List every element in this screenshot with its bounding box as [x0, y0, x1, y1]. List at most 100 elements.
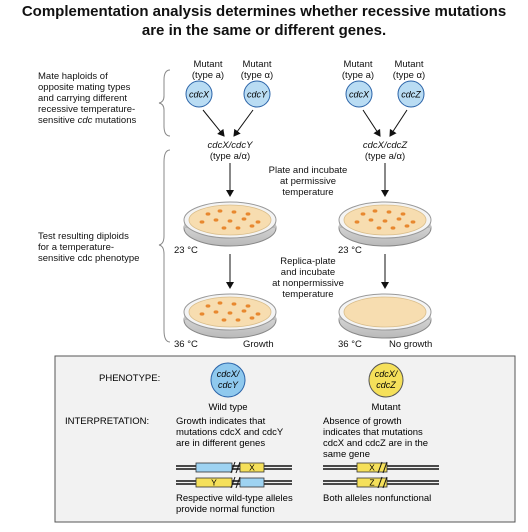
allele-label: X [369, 463, 375, 473]
colony [221, 318, 227, 322]
brace-mate [158, 69, 171, 137]
wildtype-genotype-line2: cdcY [218, 380, 239, 390]
petri-dish-left-23c [183, 201, 277, 247]
colony [255, 312, 261, 316]
result-growth: Growth [243, 339, 274, 350]
left-mutant1-label: Mutant (type a) [183, 59, 233, 81]
cell-label-left-y: cdcY [247, 90, 268, 100]
cell-left-x [185, 80, 213, 108]
test-label: Test resulting diploids for a temperatur… [38, 231, 139, 264]
right-diploid-label: cdcX/cdcZ (type a/α) [343, 140, 427, 162]
mutant-label: Mutant [343, 59, 373, 70]
left-diploid-label: cdcX/cdcY (type a/α) [188, 140, 272, 162]
step-line: temperature [282, 289, 334, 300]
test-label-line: Test resulting diploids [38, 231, 129, 242]
left-interp-line2: mutations cdcX and cdcY [176, 427, 284, 438]
left-temp-permissive: 23 °C [174, 245, 198, 256]
colony [221, 226, 227, 230]
diploid-type: (type a/α) [209, 151, 251, 162]
title-line-1: Complementation analysis determines whet… [21, 3, 507, 20]
mate-label: Mate haploids of opposite mating types a… [38, 71, 136, 126]
right-interp-line2: indicates that mutations [323, 427, 423, 438]
colony [368, 218, 374, 222]
test-label-line: sensitive cdc phenotype [38, 253, 140, 264]
step-line: Replica-plate [280, 256, 336, 267]
right-caption: Both alleles nonfunctional [323, 493, 431, 504]
left-caption-line2: provide normal function [176, 504, 275, 515]
colony [213, 310, 219, 314]
test-label-line: for a temperature- [38, 242, 115, 253]
colony [360, 212, 366, 216]
allele-label: X [249, 463, 255, 473]
colony [231, 210, 237, 214]
diploid-genotype: cdcX/cdcY [207, 140, 253, 151]
diploid-type: (type a/α) [364, 151, 406, 162]
arrow-cross [389, 109, 408, 137]
colony [199, 220, 205, 224]
mate-label-line: and carrying different [38, 93, 128, 104]
mutant-label: Mutant [394, 59, 424, 70]
colony [227, 311, 233, 315]
colony [241, 217, 247, 221]
right-mutant1-label: Mutant (type a) [333, 59, 383, 81]
mate-label-line: recessive temperature- [38, 104, 136, 115]
colony [245, 304, 251, 308]
left-mutant2-label: Mutant (type α) [232, 59, 282, 81]
mutant-label: Mutant [193, 59, 223, 70]
title-line-2: are in the same or different genes. [141, 22, 387, 39]
colony [205, 304, 211, 308]
cell-right-x [345, 80, 373, 108]
phenotype-label: PHENOTYPE: [99, 373, 160, 384]
mutant-label: Mutant [242, 59, 272, 70]
colony [227, 219, 233, 223]
diploid-genotype: cdcX/cdcZ [362, 140, 408, 151]
interpretation-label: INTERPRETATION: [65, 416, 149, 427]
allele-label: Y [211, 478, 217, 488]
right-interp-line3: cdcX and cdcZ are in the [323, 438, 428, 449]
colony [390, 226, 396, 230]
colony [241, 309, 247, 313]
colony [249, 224, 255, 228]
allele-box [195, 477, 233, 488]
colony [382, 219, 388, 223]
left-interp-line3: are in different genes [176, 438, 265, 449]
colony [386, 210, 392, 214]
colony [255, 220, 261, 224]
allele-box [356, 462, 388, 473]
step-line: at nonpermissive [272, 278, 344, 289]
colony [245, 212, 251, 216]
petri-dish-left-36c [183, 293, 277, 339]
cell-label-right-z: cdcZ [401, 90, 421, 100]
arrow-cross [233, 109, 254, 137]
colony [404, 224, 410, 228]
mutant-genotype-line1: cdcX/ [375, 369, 399, 379]
left-caption-line1: Respective wild-type alleles [176, 493, 293, 504]
right-mutant2-label: Mutant (type α) [384, 59, 434, 81]
colony [235, 318, 241, 322]
cell-label-right-x: cdcX [349, 90, 370, 100]
colony [199, 312, 205, 316]
mate-label-line: sensitive cdc mutations [38, 115, 137, 126]
allele-box [239, 462, 265, 473]
mutant-type: (type α) [240, 70, 274, 81]
colony [372, 209, 378, 213]
colony [231, 302, 237, 306]
arrow-cross [202, 109, 225, 137]
allele-box [356, 477, 388, 488]
petri-dish-right-23c [338, 201, 432, 247]
cell-left-y [243, 80, 271, 108]
petri-dish-right-36c [338, 293, 432, 339]
left-interp-line1: Growth indicates that [176, 416, 266, 427]
mutant-genotype-line2: cdcZ [376, 380, 396, 390]
colony [400, 212, 406, 216]
colony [205, 212, 211, 216]
plate-step-label: Plate and incubate at permissive tempera… [253, 165, 363, 198]
wildtype-genotype-line1: cdcX/ [217, 369, 241, 379]
colony [396, 217, 402, 221]
chromosome-diagram-right: XZ [323, 461, 439, 489]
step-line: and incubate [280, 267, 336, 278]
right-interp-line4: same gene [323, 449, 370, 460]
mate-label-line: Mate haploids of [38, 71, 108, 82]
